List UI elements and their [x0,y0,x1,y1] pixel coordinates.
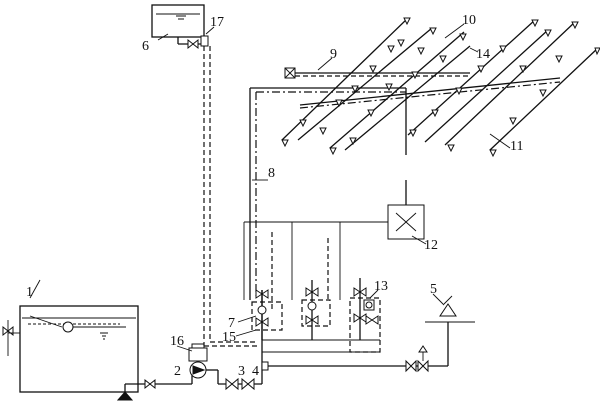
callout-13: 13 [374,279,388,294]
suction-line [116,370,193,401]
callout-16: 16 [170,334,184,349]
callout-8: 8 [268,166,275,181]
alarm-valve-group [243,222,381,353]
callout-11: 11 [510,139,523,154]
sprinkler-heads [281,17,600,158]
callout-2: 2 [174,364,181,379]
callout-15: 15 [222,330,236,345]
callout-10: 10 [462,13,476,28]
callout-6: 6 [142,39,149,54]
callout-1: 1 [26,285,33,300]
callout-4: 4 [252,364,259,379]
callout-12: 12 [424,238,438,253]
sprinkler-branches [281,17,599,151]
water-pool [2,305,139,393]
roof-tank-check-valve [187,35,209,50]
pump-adapter [405,295,475,373]
roof-water-tank [151,4,208,45]
riser [249,87,407,300]
callout-9: 9 [330,47,337,62]
callout-7: 7 [228,316,235,331]
callout-17: 17 [210,15,224,30]
fire-pump [188,343,219,384]
callout-14: 14 [476,47,490,62]
alarm-control-box [244,204,425,240]
roof-tank-downpipe [203,46,258,347]
callout-3: 3 [238,364,245,379]
end-test-device [284,67,470,79]
callout-5: 5 [430,282,437,297]
